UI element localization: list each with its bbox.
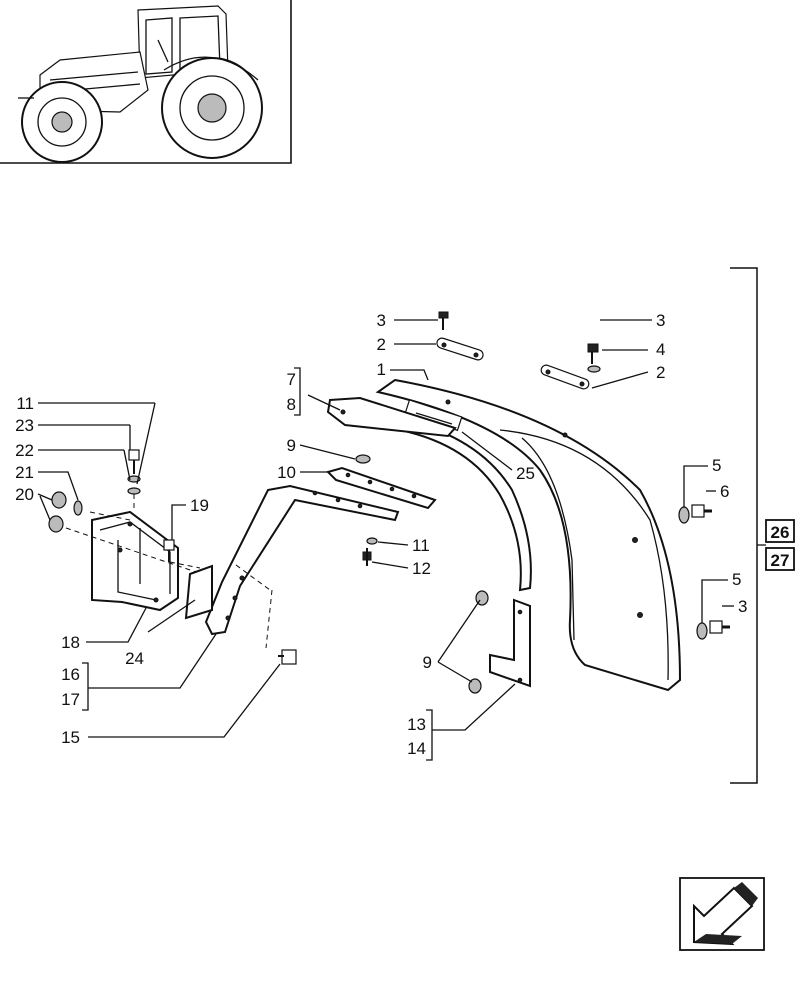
callout-5-lower: 5 xyxy=(732,570,741,589)
callout-3-right: 3 xyxy=(656,311,665,330)
callout-23: 23 xyxy=(15,416,34,435)
callout-8: 8 xyxy=(287,395,296,414)
callout-3: 3 xyxy=(377,311,386,330)
callout-5: 5 xyxy=(712,456,721,475)
callout-13: 13 xyxy=(407,715,426,734)
reference-27-text: 27 xyxy=(771,551,790,570)
callout-14: 14 xyxy=(407,739,426,758)
callout-15: 15 xyxy=(61,728,80,747)
callout-2: 2 xyxy=(377,335,386,354)
callout-4: 4 xyxy=(656,340,665,359)
leader-lines xyxy=(37,319,734,761)
callout-7: 7 xyxy=(287,370,296,389)
reference-26-text: 26 xyxy=(771,523,790,542)
callout-12: 12 xyxy=(412,559,431,578)
callout-25: 25 xyxy=(516,464,535,483)
callout-16: 16 xyxy=(61,665,80,684)
callout-11: 11 xyxy=(412,536,430,555)
callout-21: 21 xyxy=(15,463,34,482)
callout-labels: 3 2 1 7 8 9 10 25 3 4 2 5 6 5 3 11 12 9 … xyxy=(15,311,747,758)
callout-3-lower: 3 xyxy=(738,597,747,616)
callout-18: 18 xyxy=(61,633,80,652)
reference-box-27[interactable] xyxy=(765,547,795,571)
callout-9-lower: 9 xyxy=(423,653,432,672)
previous-page-arrow-icon[interactable] xyxy=(679,877,765,951)
callout-9: 9 xyxy=(287,436,296,455)
mudguard-part xyxy=(375,378,682,692)
callout-19: 19 xyxy=(190,496,209,515)
callout-1: 1 xyxy=(377,360,386,379)
callout-22: 22 xyxy=(15,441,34,460)
tractor-thumbnail-icon[interactable] xyxy=(0,0,292,164)
callout-10: 10 xyxy=(277,463,296,482)
callout-6: 6 xyxy=(720,482,729,501)
callout-2-right: 2 xyxy=(656,363,665,382)
callout-24: 24 xyxy=(125,649,144,668)
callout-11-left: 11 xyxy=(16,394,34,413)
callout-17: 17 xyxy=(61,690,80,709)
reference-box-26[interactable] xyxy=(765,519,795,543)
callout-20: 20 xyxy=(15,485,34,504)
